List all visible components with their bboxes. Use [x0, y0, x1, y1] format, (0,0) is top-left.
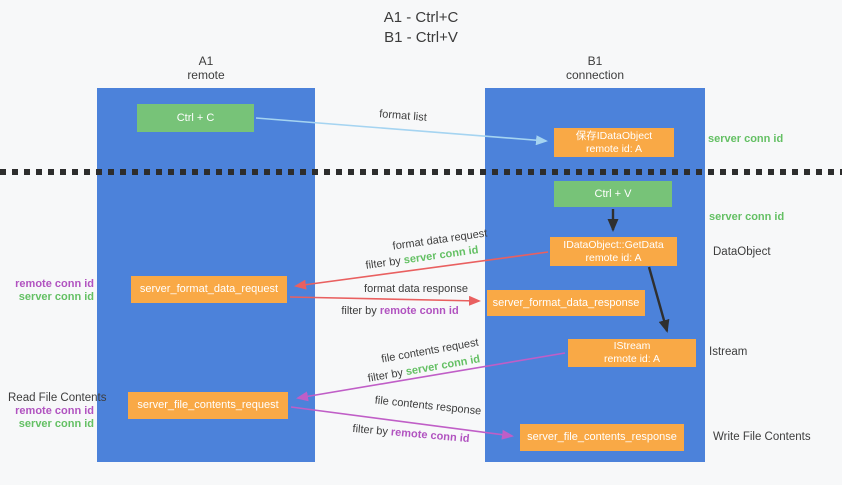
annotation-conn-ids-file: remote conn id server conn id — [10, 405, 94, 431]
lane-a1-name: A1 — [198, 54, 214, 68]
node-ctrl-v: Ctrl + V — [554, 181, 672, 207]
remote-conn-id-label: remote conn id — [15, 405, 94, 417]
annotation-server-conn-id-mid: server conn id — [709, 211, 785, 223]
title-line-1: A1 - Ctrl+C — [383, 9, 459, 26]
file-request-label: server_file_contents_request — [137, 399, 279, 411]
remote-conn-id-key: remote conn id — [390, 426, 470, 446]
remote-conn-id-label: remote conn id — [15, 278, 94, 290]
annotation-istream: Istream — [709, 346, 748, 358]
filter-by-text: filter by — [364, 255, 402, 272]
istream-line1: IStream — [613, 340, 651, 352]
save-idataobject-line2: remote id: A — [585, 142, 643, 155]
filter-by-text: filter by — [366, 366, 404, 385]
lane-b1-name: B1 — [587, 54, 603, 68]
diagram-title: A1 - Ctrl+C B1 - Ctrl+V — [0, 8, 842, 48]
getdata-line1: IDataObject::GetData — [563, 238, 664, 251]
node-idataobject-getdata: IDataObject::GetData remote id: A — [550, 237, 677, 266]
annotation-read-file-contents: Read File Contents — [8, 392, 107, 404]
label-filter-format-response: filter by remote conn id — [341, 305, 458, 317]
title-line-2: B1 - Ctrl+V — [384, 29, 458, 46]
node-server-format-data-response: server_format_data_response — [487, 290, 645, 316]
ctrl-c-label: Ctrl + C — [176, 111, 215, 124]
filter-by-text: filter by — [352, 422, 389, 438]
label-format-list: format list — [378, 108, 428, 124]
dotted-separator — [0, 169, 842, 175]
annotation-write-file-contents: Write File Contents — [713, 431, 811, 443]
node-server-format-data-request: server_format_data_request — [131, 276, 287, 303]
file-response-label: server_file_contents_response — [527, 431, 677, 443]
filter-by-text: filter by — [341, 305, 377, 317]
label-format-data-response: format data response — [364, 283, 468, 295]
getdata-line2: remote id: A — [585, 251, 642, 264]
node-server-file-contents-request: server_file_contents_request — [128, 392, 288, 419]
annotation-server-conn-id-top: server conn id — [708, 133, 784, 145]
node-istream: IStream remote id: A — [568, 339, 696, 367]
lane-header-a1: A1 remote — [97, 54, 315, 82]
remote-conn-id-key: remote conn id — [379, 305, 459, 317]
node-server-file-contents-response: server_file_contents_response — [520, 424, 684, 451]
lane-a1-subtitle: remote — [187, 68, 225, 82]
lane-b1-subtitle: connection — [565, 68, 625, 82]
arrow-format-data-response — [289, 295, 481, 306]
ctrl-v-label: Ctrl + V — [594, 187, 632, 200]
lane-header-b1: B1 connection — [485, 54, 705, 82]
annotation-dataobject: DataObject — [713, 246, 771, 258]
format-request-label: server_format_data_request — [139, 283, 279, 295]
server-conn-id-label: server conn id — [18, 418, 94, 430]
format-response-label: server_format_data_response — [492, 296, 640, 309]
server-conn-id-label: server conn id — [18, 291, 94, 303]
label-filter-file-response: filter by remote conn id — [352, 423, 470, 445]
node-ctrl-c: Ctrl + C — [137, 104, 254, 132]
annotation-conn-ids-format: remote conn id server conn id — [10, 278, 94, 304]
save-idataobject-line1: 保存IDataObject — [575, 129, 653, 142]
istream-line2: remote id: A — [603, 353, 661, 365]
label-file-contents-response: file contents response — [374, 394, 482, 418]
node-save-idataobject: 保存IDataObject remote id: A — [554, 128, 674, 157]
